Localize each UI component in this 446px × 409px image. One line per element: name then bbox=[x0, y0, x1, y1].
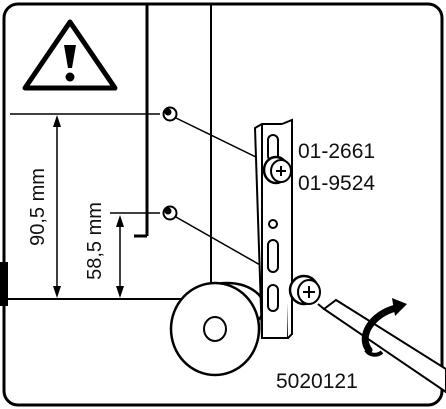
part-number-bottom: 5020121 bbox=[276, 370, 358, 393]
leader-line-top bbox=[175, 117, 263, 161]
edge-marker bbox=[0, 262, 8, 306]
rotation-arrow-icon bbox=[361, 298, 407, 357]
dimension-arrow-inner bbox=[116, 215, 124, 298]
bracket-icon bbox=[253, 118, 293, 339]
part-number-screw-2: 01-9524 bbox=[298, 172, 375, 195]
dimension-label-outer: 90,5 mm bbox=[27, 168, 49, 246]
warning-triangle-icon bbox=[22, 19, 118, 91]
part-number-screw-1: 01-2661 bbox=[298, 140, 375, 163]
screw-top-icon bbox=[262, 155, 292, 185]
hole-bottom bbox=[162, 205, 178, 221]
dimension-label-inner: 58,5 mm bbox=[84, 202, 106, 280]
dimension-arrow-outer bbox=[53, 115, 61, 298]
screw-bottom-icon bbox=[288, 274, 321, 306]
hole-top bbox=[162, 106, 178, 122]
screwdriver-icon bbox=[317, 298, 446, 394]
